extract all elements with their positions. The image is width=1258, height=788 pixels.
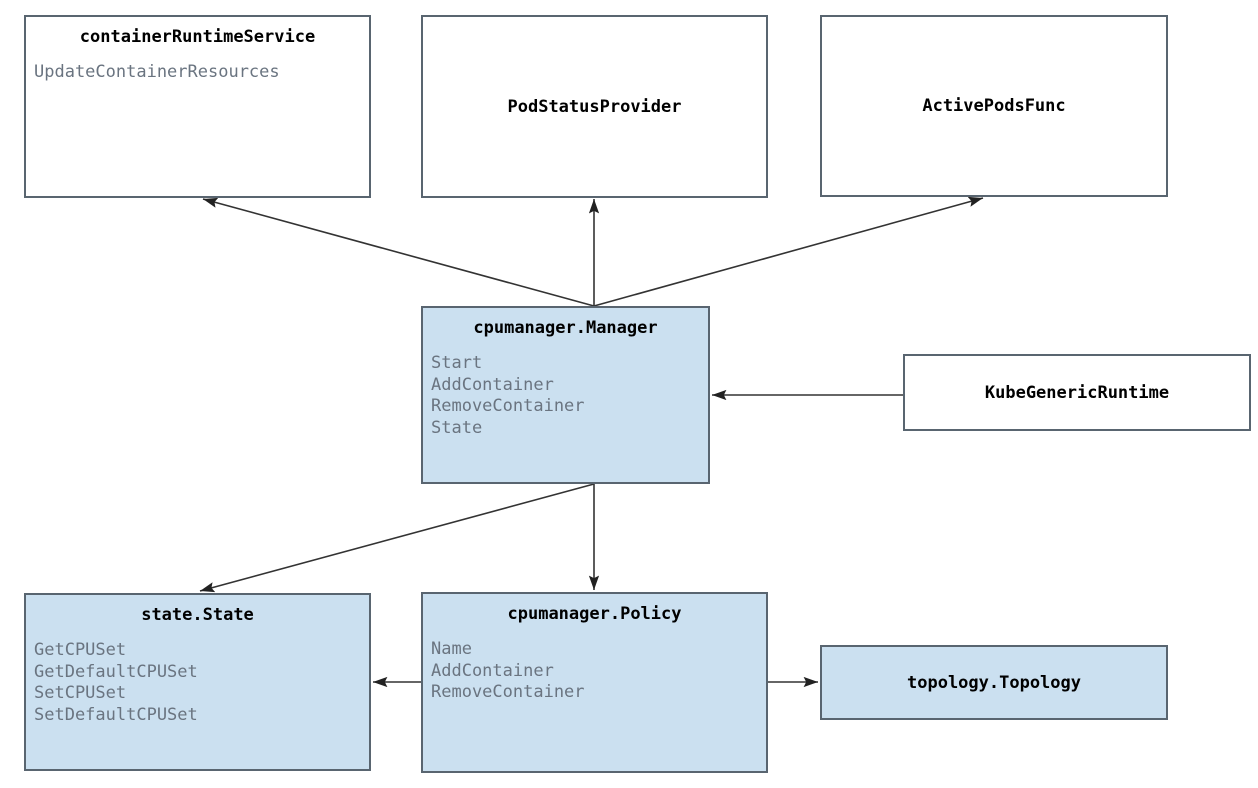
class-title: KubeGenericRuntime (984, 382, 1170, 403)
class-method-list: UpdateContainerResources (26, 62, 369, 84)
class-title: cpumanager.Policy (507, 604, 682, 624)
edge-manager-to-active-pods-func (593, 196, 984, 307)
class-box-active-pods-func[interactable]: ActivePodsFunc (820, 15, 1168, 197)
class-method: SetCPUSet (34, 683, 127, 703)
class-method: RemoveContainer (431, 682, 585, 702)
edge-manager-to-container-runtime-service (202, 197, 595, 307)
class-title: cpumanager.Manager (473, 318, 658, 338)
class-method: AddContainer (431, 660, 554, 681)
class-title: PodStatusProvider (507, 96, 682, 117)
class-method: GetDefaultCPUSet (34, 661, 198, 682)
class-title: state.State (141, 605, 254, 625)
class-method: SetDefaultCPUSet (34, 704, 198, 725)
edge-manager-to-state-state (199, 483, 595, 593)
class-method: Name (431, 639, 472, 659)
class-box-topology-topology[interactable]: topology.Topology (820, 645, 1168, 720)
class-method: State (431, 417, 483, 438)
class-box-pod-status-provider[interactable]: PodStatusProvider (421, 15, 768, 198)
class-title: topology.Topology (907, 672, 1081, 693)
class-method: RemoveContainer (431, 396, 585, 416)
class-method: AddContainer (431, 374, 554, 395)
class-title: ActivePodsFunc (922, 96, 1066, 116)
class-box-kube-generic-runtime[interactable]: KubeGenericRuntime (903, 354, 1251, 431)
class-method: UpdateContainerResources (34, 62, 280, 82)
class-method: GetCPUSet (34, 640, 127, 660)
class-method: Start (431, 353, 483, 373)
class-title: containerRuntimeService (79, 27, 316, 47)
